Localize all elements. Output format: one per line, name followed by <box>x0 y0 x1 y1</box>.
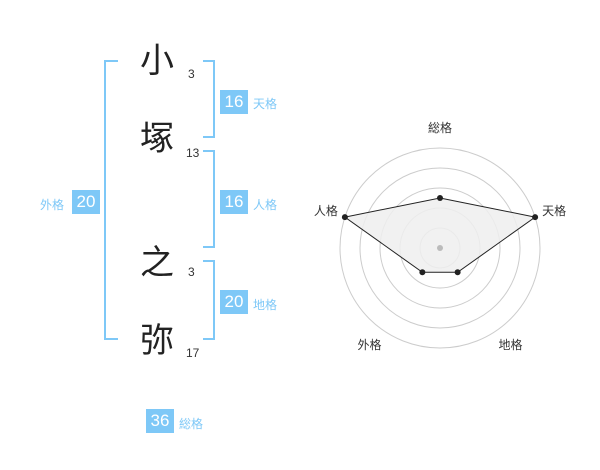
radar-axis-label-1: 総格 <box>428 120 452 135</box>
name-char-1: 小 <box>140 41 174 81</box>
tenkaku-bracket <box>203 60 215 138</box>
jinkaku-label: 人格 <box>253 198 278 212</box>
soukaku-value: 36 <box>146 409 174 433</box>
stroke-count-2: 13 <box>186 146 200 160</box>
jinkaku-value: 16 <box>220 190 248 214</box>
gaikaku-label: 外格 <box>40 198 65 212</box>
radar-point-1 <box>437 195 443 201</box>
radar-point-5 <box>341 214 348 221</box>
radar-axis-label-2: 天格 <box>542 203 566 218</box>
radar-point-2 <box>532 214 539 221</box>
name-char-3: 之 <box>140 243 174 283</box>
radar-axis-label-4: 外格 <box>357 337 381 352</box>
radar-ring <box>379 187 501 309</box>
name-char-4: 弥 <box>140 321 174 361</box>
tenkaku-label: 天格 <box>253 97 278 111</box>
gaikaku-value: 20 <box>72 190 100 214</box>
stroke-count-4: 17 <box>186 346 200 360</box>
chikaku-value: 20 <box>220 290 248 314</box>
stroke-count-3: 3 <box>188 265 195 279</box>
stroke-count-1: 3 <box>188 67 195 81</box>
radar-ring <box>359 167 521 329</box>
radar-axis-label-3: 地格 <box>499 337 523 352</box>
radar-axis-label-5: 人格 <box>314 203 338 218</box>
gaikaku-bracket <box>104 60 118 340</box>
chikaku-label: 地格 <box>253 298 278 312</box>
radar-area <box>343 197 537 273</box>
chikaku-bracket <box>203 260 215 340</box>
radar-center <box>437 245 443 251</box>
name-char-2: 塚 <box>140 119 174 159</box>
radar-point-4 <box>419 269 426 276</box>
tenkaku-value: 16 <box>220 90 248 114</box>
radar-ring <box>339 147 541 349</box>
soukaku-label: 総格 <box>179 417 204 431</box>
jinkaku-bracket <box>203 150 215 248</box>
radar-point-3 <box>454 269 461 276</box>
